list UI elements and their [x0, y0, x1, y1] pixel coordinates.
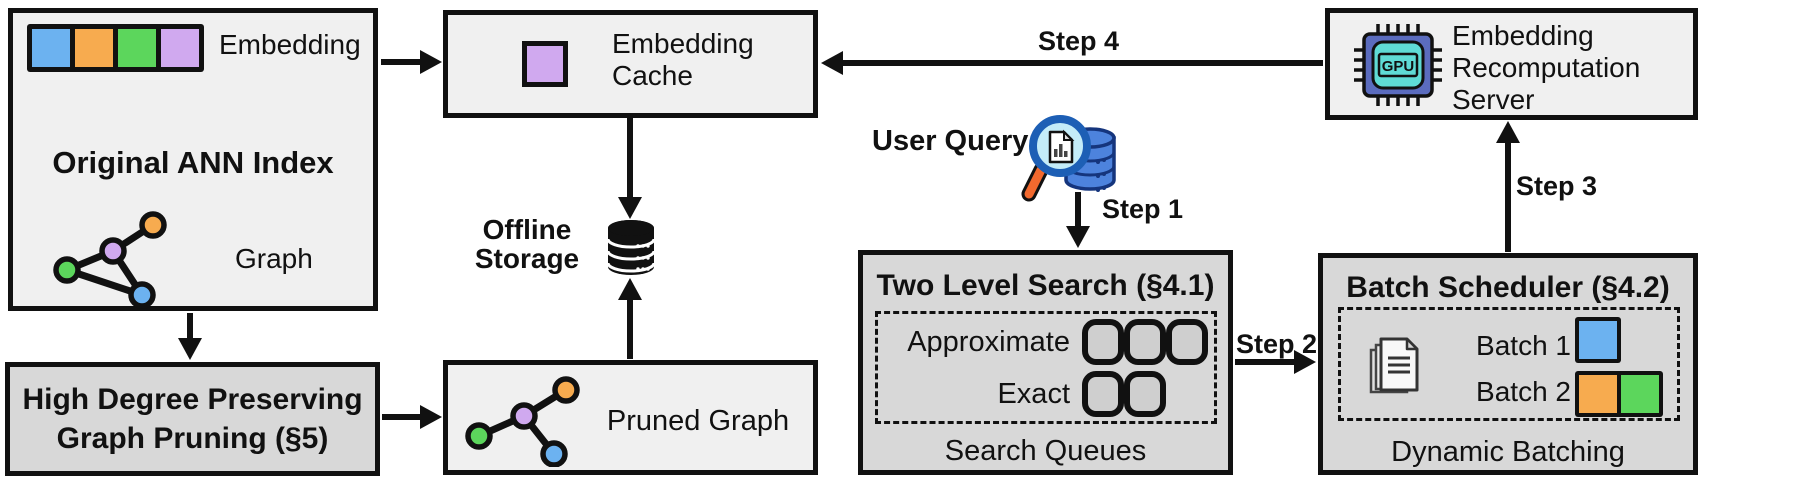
dynamic-batching-footer: Dynamic Batching: [1391, 436, 1625, 468]
approximate-queue-slots: [1082, 319, 1208, 365]
step1-label: Step 1: [1102, 194, 1184, 224]
embedding-cell-blue: [32, 29, 70, 67]
embedding-vector-icon: [27, 24, 204, 72]
search-queues-footer: Search Queues: [944, 435, 1147, 467]
step3-label: Step 3: [1516, 171, 1598, 201]
queue-slot: [1124, 319, 1166, 365]
offline-storage-label-line2: Storage: [474, 243, 580, 275]
exact-queue-slots: [1082, 371, 1166, 417]
graph-pruning-box: High Degree Preserving Graph Pruning (§5…: [5, 362, 380, 476]
step4-label: Step 4: [1038, 26, 1120, 56]
embedding-cache-box: Embedding Cache: [443, 10, 818, 118]
embedding-cache-label-line1: Embedding: [612, 28, 754, 59]
arrow-ann-to-cache: [381, 50, 442, 74]
batch-scheduler-title: Batch Scheduler (§4.2): [1346, 271, 1670, 304]
embedding-cell-orange: [75, 29, 113, 67]
dynamic-batching-panel: Batch 1 Batch 2: [1338, 307, 1680, 421]
batch2-query-green: [1621, 375, 1659, 413]
graph-label: Graph: [235, 243, 313, 274]
offline-storage-database-icon: [606, 220, 656, 275]
queue-slot: [1166, 319, 1208, 365]
search-queues-panel: Approximate Exact: [875, 311, 1217, 424]
batch2-query-orange: [1579, 375, 1617, 413]
pruned-graph-icon: [465, 376, 580, 467]
embedding-cell-green: [118, 29, 156, 67]
two-level-search-title: Two Level Search (§4.1): [876, 269, 1215, 302]
embedding-cell-purple: [161, 29, 199, 67]
queries-documents-icon: [1369, 337, 1419, 394]
original-ann-index-box: Embedding Original ANN Index Graph: [8, 8, 378, 311]
gpu-chip-label: GPU: [1382, 58, 1415, 75]
cached-embedding-icon: [522, 41, 568, 87]
user-query-icon: [1021, 115, 1116, 202]
embedding-cache-label-line2: Cache: [612, 60, 693, 92]
batch2-label: Batch 2: [1476, 376, 1571, 407]
batch-scheduler-box: Batch Scheduler (§4.2) Batch 1 Batch 2 D…: [1318, 253, 1698, 475]
pruned-graph-box: Pruned Graph: [443, 360, 818, 475]
arrow-pruning-to-pruned: [382, 405, 442, 429]
exact-queue-label: Exact: [997, 377, 1070, 410]
original-ann-index-title: Original ANN Index: [52, 145, 334, 180]
approximate-queue-label: Approximate: [907, 325, 1070, 358]
arrow-ann-to-pruning: [178, 313, 202, 360]
queue-slot: [1082, 371, 1124, 417]
graph-pruning-title-line1: High Degree Preserving: [22, 383, 363, 416]
server-label-line2: Recomputation: [1452, 52, 1641, 84]
pruned-graph-label: Pruned Graph: [606, 405, 790, 437]
embedding-label: Embedding: [219, 29, 361, 60]
server-label-line1: Embedding: [1452, 20, 1594, 51]
batch2-queries: [1575, 371, 1663, 417]
batch1-query-blue: [1579, 321, 1617, 359]
user-query-label: User Query: [872, 125, 1029, 157]
recomputation-server-box: GPU Embedding Recomputation Server: [1325, 8, 1698, 120]
batch1-label: Batch 1: [1476, 330, 1571, 361]
offline-storage-label-line1: Offline: [482, 214, 572, 245]
server-label-line3: Server: [1452, 84, 1535, 116]
batch1-queries: [1575, 317, 1621, 363]
graph-pruning-title-line2: Graph Pruning (§5): [56, 422, 329, 455]
graph-icon: [53, 211, 167, 309]
arrow-cache-to-storage: [618, 118, 642, 219]
step2-label: Step 2: [1236, 329, 1318, 359]
arrow-pruned-to-storage: [618, 278, 642, 359]
queue-slot: [1082, 319, 1124, 365]
queue-slot: [1124, 371, 1166, 417]
gpu-chip-icon: GPU: [1354, 24, 1442, 106]
two-level-search-box: Two Level Search (§4.1) Approximate Exac…: [858, 250, 1233, 475]
